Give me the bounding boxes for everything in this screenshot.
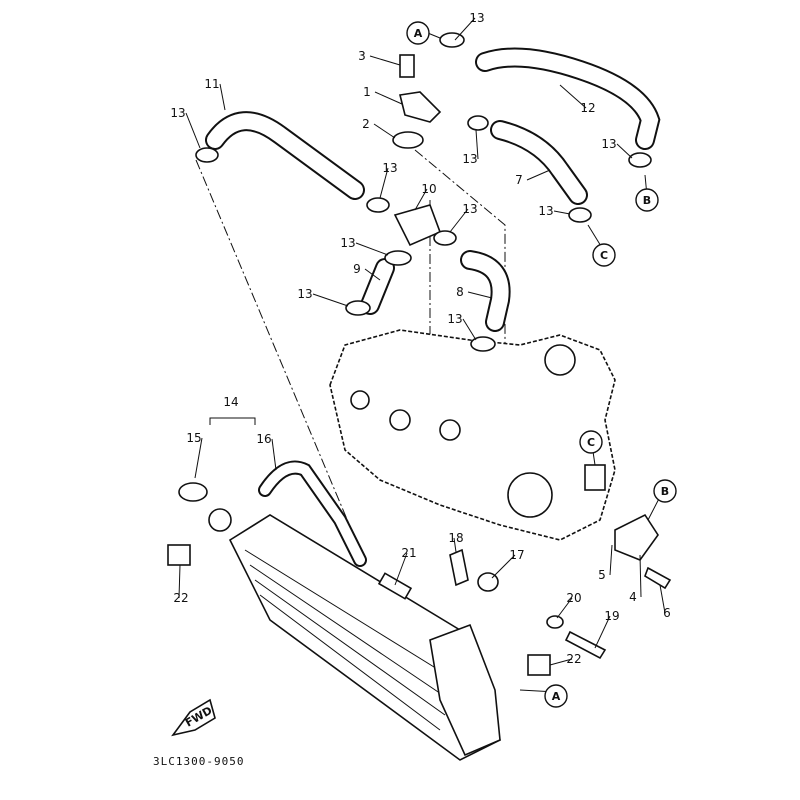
reference-label: B bbox=[643, 194, 651, 207]
part-number-label: 13 bbox=[469, 11, 484, 25]
leader-line bbox=[594, 615, 611, 649]
leader-line bbox=[453, 537, 457, 553]
leader-line bbox=[467, 291, 493, 299]
part-number-label: 11 bbox=[204, 77, 219, 91]
part-number-label: 13 bbox=[297, 287, 312, 301]
reference-label: A bbox=[414, 27, 423, 40]
part-number-label: 10 bbox=[421, 182, 436, 196]
leader-line bbox=[559, 84, 587, 109]
reference-circle bbox=[406, 21, 430, 45]
callout-leaders bbox=[178, 17, 666, 693]
leader-line bbox=[556, 597, 573, 619]
leader-line bbox=[374, 91, 403, 105]
reference-label: A bbox=[552, 690, 561, 703]
leader-line bbox=[609, 544, 613, 576]
fwd-arrow-icon: FWD bbox=[171, 698, 216, 737]
engine-block bbox=[329, 329, 616, 541]
leader-line bbox=[549, 658, 573, 666]
part-number-label: 13 bbox=[462, 202, 477, 216]
leader-line bbox=[219, 83, 226, 111]
part-number-label: 2 bbox=[362, 117, 370, 131]
part-number-label: 13 bbox=[601, 137, 616, 151]
part-number-label: 9 bbox=[353, 262, 361, 276]
reference-circle bbox=[544, 684, 568, 708]
part-number-label: 3 bbox=[358, 49, 366, 63]
leader-line bbox=[454, 17, 476, 41]
leader-line bbox=[526, 169, 551, 181]
part-number-label: 13 bbox=[538, 204, 553, 218]
part-number-label: 13 bbox=[382, 161, 397, 175]
leader-line bbox=[369, 55, 401, 66]
part-number-label: 8 bbox=[456, 285, 464, 299]
part-number-label: 17 bbox=[509, 548, 524, 562]
part-number-label: 12 bbox=[580, 101, 595, 115]
leader-line bbox=[379, 167, 389, 199]
drawing-code: 3LC1300-9050 bbox=[153, 755, 245, 768]
reference-circle bbox=[592, 243, 616, 267]
part-number-label: 4 bbox=[629, 590, 637, 604]
reference-circle bbox=[653, 479, 677, 503]
part-number-label: 1 bbox=[363, 85, 371, 99]
part-number-label: 13 bbox=[462, 152, 477, 166]
part-number-label: 7 bbox=[515, 173, 523, 187]
part-number-label: 20 bbox=[566, 591, 581, 605]
leader-line bbox=[271, 438, 277, 471]
leader-line bbox=[312, 293, 349, 307]
reference-label: C bbox=[587, 436, 595, 449]
leader-line bbox=[449, 208, 469, 233]
part-number-label: 18 bbox=[448, 531, 463, 545]
leader-line bbox=[616, 143, 633, 159]
part-number-label: 13 bbox=[447, 312, 462, 326]
part-number-label: 21 bbox=[401, 546, 416, 560]
part-number-label: 15 bbox=[186, 431, 201, 445]
reference-label: C bbox=[600, 249, 608, 262]
part-number-label: 6 bbox=[663, 606, 671, 620]
leader-line bbox=[553, 210, 571, 215]
part-number-label: 19 bbox=[604, 609, 619, 623]
radiator bbox=[228, 514, 501, 761]
reference-circle bbox=[579, 430, 603, 454]
leader-line bbox=[394, 552, 408, 586]
part-number-label: 13 bbox=[170, 106, 185, 120]
part-number-label: 16 bbox=[256, 432, 271, 446]
part-number-label: 5 bbox=[598, 568, 606, 582]
leader-line bbox=[491, 554, 516, 579]
hoses bbox=[205, 47, 661, 567]
reference-label: B bbox=[661, 485, 669, 498]
leader-line bbox=[414, 188, 428, 211]
leader-line bbox=[364, 268, 381, 281]
leader-line bbox=[185, 112, 201, 149]
leader-line bbox=[373, 123, 396, 139]
part-number-label: 14 bbox=[223, 395, 238, 409]
part-number-label: 22 bbox=[173, 591, 188, 605]
leader-line bbox=[659, 584, 666, 614]
leader-line bbox=[475, 129, 479, 160]
leader-line bbox=[355, 242, 389, 256]
leader-line bbox=[178, 564, 181, 599]
part-number-label: 13 bbox=[340, 236, 355, 250]
part-number-label: 22 bbox=[566, 652, 581, 666]
leader-line bbox=[462, 318, 477, 341]
leader-line bbox=[639, 554, 642, 598]
leader-line bbox=[194, 437, 203, 479]
reference-circle bbox=[635, 188, 659, 212]
small-parts bbox=[167, 32, 672, 676]
